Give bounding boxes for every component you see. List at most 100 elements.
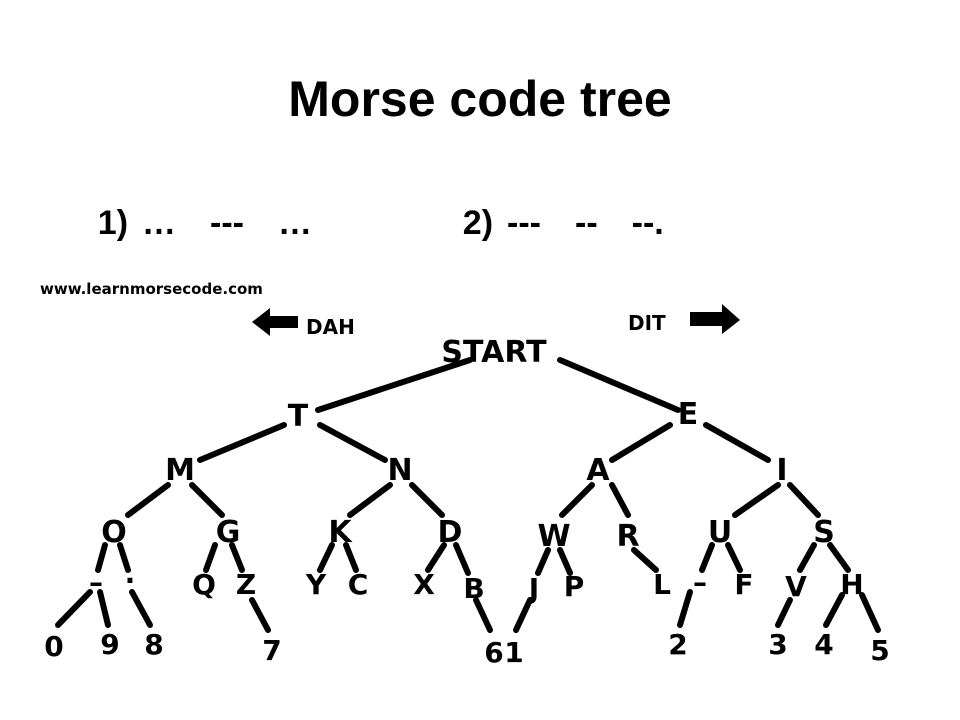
puzzle-2-code-2: -- (575, 204, 598, 242)
node-digit-7: 7 (262, 634, 281, 667)
edge-a-w (559, 482, 595, 518)
legend-dit: DIT (628, 311, 666, 335)
edge-t-n (317, 422, 388, 463)
edge-e-a (609, 422, 673, 463)
node-i: I (776, 453, 787, 488)
edge-dash-2 (677, 589, 693, 628)
puzzle-2-number: 2) (462, 204, 494, 242)
edge-h-4 (823, 592, 845, 628)
node-u: U (708, 515, 732, 550)
edge-b-6 (473, 597, 493, 633)
node-digit-6: 6 (484, 636, 503, 669)
node-digit-2: 2 (668, 628, 687, 661)
edge-start-t (315, 357, 473, 413)
edge-m-g (189, 482, 225, 518)
arrow-left-icon (252, 308, 298, 336)
tree-nodes: START T E M N A I O G K D W R U S – · Q … (44, 335, 889, 669)
node-x: X (413, 568, 435, 601)
puzzle-1-code-2: --- (210, 204, 244, 242)
node-d: D (438, 515, 463, 550)
edge-s-v (797, 542, 817, 573)
node-f: F (734, 568, 753, 601)
edge-g-q (203, 542, 218, 573)
node-b: B (463, 572, 484, 605)
morse-tree-svg: www.learnmorsecode.com DAH DIT START T E… (40, 280, 890, 669)
node-y: Y (305, 568, 327, 601)
node-n: N (387, 453, 412, 488)
edge-m-o (125, 482, 171, 518)
node-q: Q (192, 568, 216, 601)
edge-r-l (631, 547, 659, 573)
edge-n-k (347, 482, 393, 518)
node-w: W (537, 519, 570, 554)
puzzle-2-code-3: --. (631, 204, 664, 242)
edge-j-1 (513, 597, 533, 633)
edge-start-e (557, 357, 681, 413)
node-h: H (840, 568, 863, 601)
node-m: M (165, 453, 195, 488)
node-digit-5: 5 (870, 634, 889, 667)
edge-u-dash (699, 542, 715, 573)
arrow-right-icon (690, 304, 740, 334)
legend-dah: DAH (306, 315, 355, 339)
edge-v-3 (775, 597, 793, 628)
node-o: O (101, 515, 127, 550)
node-l: L (653, 568, 671, 601)
node-digit-1: 1 (504, 636, 523, 669)
edge-s-h (827, 542, 851, 573)
node-digit-3: 3 (768, 628, 787, 661)
node-k: K (328, 515, 353, 550)
puzzle-1-code-3: … (278, 204, 312, 242)
edge-z-7 (249, 597, 271, 633)
source-url: www.learnmorsecode.com (40, 280, 263, 298)
edge-dash-0 (55, 589, 93, 628)
morse-tree-diagram: www.learnmorsecode.com DAH DIT START T E… (0, 270, 960, 720)
node-digit-8: 8 (144, 628, 163, 661)
node-digit-0: 0 (44, 630, 63, 663)
node-c: C (348, 568, 369, 601)
node-s: S (813, 515, 835, 550)
node-a: A (586, 453, 610, 488)
node-o-dash-placeholder: – (89, 566, 103, 599)
node-z: Z (236, 568, 256, 601)
node-digit-4: 4 (814, 628, 833, 661)
edge-dot-8 (129, 589, 153, 628)
edge-dash-9 (97, 589, 111, 628)
puzzle-2: 2)-------. (425, 165, 698, 282)
puzzle-1-code-1: … (142, 204, 177, 242)
node-t: T (288, 399, 309, 434)
puzzle-1: 1) … --- … (60, 165, 346, 282)
edge-n-d (409, 482, 445, 518)
node-digit-9: 9 (100, 628, 119, 661)
edge-w-p (557, 547, 573, 576)
edge-k-y (317, 542, 335, 573)
edge-i-s (787, 482, 821, 518)
edge-o-dot (117, 542, 131, 573)
slide-title: Morse code tree (288, 71, 672, 127)
edge-k-c (343, 542, 359, 573)
puzzle-2-code-1: --- (507, 204, 541, 242)
edge-e-i (703, 422, 771, 463)
puzzle-1-number: 1) (97, 204, 129, 242)
edge-u-f (725, 542, 743, 573)
edge-a-r (609, 482, 631, 518)
node-p: P (564, 570, 585, 603)
node-r: R (616, 519, 639, 554)
edge-w-j (535, 547, 551, 576)
node-e: E (678, 397, 699, 432)
edge-d-b (453, 542, 471, 576)
node-j: J (527, 572, 539, 605)
edge-o-dash (95, 542, 108, 573)
edge-i-u (732, 482, 781, 518)
node-u-dash-placeholder: – (693, 566, 707, 599)
edge-h-5 (859, 592, 881, 633)
node-start: START (441, 335, 547, 370)
edge-d-x (425, 542, 447, 573)
node-o-dot-placeholder: · (125, 564, 136, 597)
edge-g-z (229, 542, 245, 573)
edge-t-m (197, 422, 287, 463)
puzzle-row: 1)…---… 2)-------. (60, 165, 920, 242)
node-v: V (785, 570, 807, 603)
node-g: G (216, 515, 241, 550)
tree-edges (55, 357, 881, 633)
